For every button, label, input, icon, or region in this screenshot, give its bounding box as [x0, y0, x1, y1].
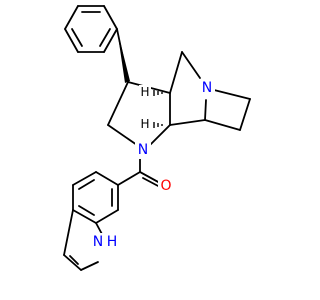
phenyl-ring [64, 5, 118, 53]
double-bond-inner [69, 255, 79, 265]
atom-NH-indole: N H [89, 233, 119, 253]
bond [72, 171, 97, 186]
atom-label: H [140, 85, 149, 99]
atom-N-pyrrolidine: N [135, 141, 151, 159]
bicyclic-cage [169, 51, 251, 131]
bond [204, 119, 241, 131]
atom-label: H [140, 117, 149, 131]
bond [72, 209, 97, 224]
bond [63, 254, 82, 271]
bond [103, 28, 118, 53]
bond [80, 261, 99, 271]
molecule-structure: N N O N H H H [63, 5, 251, 271]
bond [64, 28, 79, 53]
bond [95, 209, 119, 224]
pyrrolidine-ring [107, 81, 171, 146]
double-bond-inner [78, 179, 95, 190]
bond [181, 51, 201, 79]
atom-O-carbonyl: O [158, 177, 174, 195]
bond [116, 28, 129, 83]
atom-label: H [107, 234, 118, 250]
bond [149, 124, 171, 146]
double-bond-inner [142, 177, 161, 188]
atom-label: O [160, 178, 171, 194]
bond [103, 5, 118, 30]
bond [107, 124, 138, 146]
double-bond-inner [99, 28, 111, 47]
bond [107, 81, 129, 126]
stereo-hash-bottom [149, 121, 163, 129]
bond [169, 51, 183, 94]
double-bond-inner [71, 28, 83, 47]
double-bond [139, 171, 161, 184]
bond [213, 89, 251, 100]
atom-label: N [138, 142, 148, 158]
indole-benzene-ring [72, 171, 119, 224]
atom-H-stereo-bottom: H [139, 117, 151, 132]
bond [169, 119, 206, 126]
atom-label: N [202, 80, 212, 96]
atom-H-stereo-top: H [139, 85, 151, 100]
atom-label: N [93, 234, 103, 250]
bond [204, 99, 207, 121]
atom-N-quinuclidine: N [199, 79, 215, 97]
bond [63, 209, 74, 256]
bond [64, 5, 79, 30]
bond [95, 171, 119, 186]
bond [117, 171, 141, 186]
double-bond-inner [78, 205, 95, 216]
bond [239, 98, 251, 131]
